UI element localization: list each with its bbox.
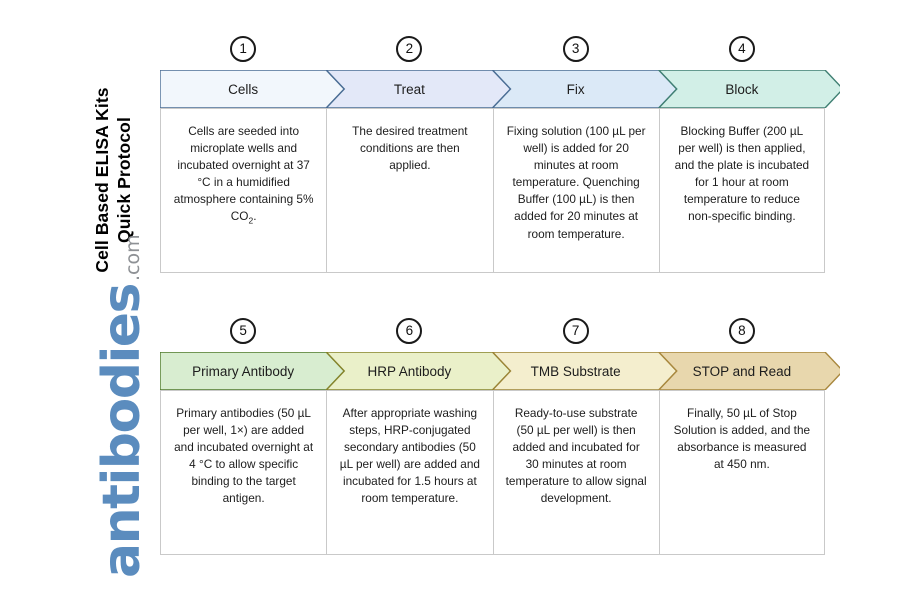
chevron-step-8[interactable] bbox=[657, 352, 840, 390]
step-description-text: Blocking Buffer (200 µL per well) is the… bbox=[674, 124, 810, 224]
step-description-text: The desired treatment conditions are the… bbox=[352, 124, 468, 173]
step-number-8: 8 bbox=[728, 318, 755, 344]
step-description-3: Fixing solution (100 µL per well) is add… bbox=[492, 108, 659, 273]
step-description-6: After appropriate washing steps, HRP-con… bbox=[326, 390, 493, 555]
step-description-2: The desired treatment conditions are the… bbox=[326, 108, 493, 273]
step-number-3: 3 bbox=[562, 36, 589, 62]
chevron-step-1[interactable] bbox=[160, 70, 346, 108]
step-number-5: 5 bbox=[230, 318, 257, 344]
brand-logo-suffix: .com bbox=[122, 234, 144, 281]
step-number-4: 4 bbox=[728, 36, 755, 62]
step-number-7: 7 bbox=[562, 318, 589, 344]
step-number-1: 1 bbox=[230, 36, 257, 62]
step-description-5: Primary antibodies (50 µL per well, 1×) … bbox=[160, 390, 327, 555]
step-number-2: 2 bbox=[396, 36, 423, 62]
brand-logo-name: antibodies bbox=[92, 283, 152, 578]
chevron-step-3[interactable] bbox=[491, 70, 678, 108]
step-description-text: Finally, 50 µL of Stop Solution is added… bbox=[673, 406, 811, 472]
chevron-step-4[interactable] bbox=[657, 70, 840, 108]
chevron-step-2[interactable] bbox=[325, 70, 512, 108]
step-description-text: Cells are seeded into microplate wells a… bbox=[173, 124, 314, 226]
chevron-step-5[interactable] bbox=[160, 352, 346, 390]
step-description-text: After appropriate washing steps, HRP-con… bbox=[339, 406, 480, 506]
step-description-text: Ready-to-use substrate (50 µL per well) … bbox=[505, 406, 647, 506]
step-description-7: Ready-to-use substrate (50 µL per well) … bbox=[492, 390, 659, 555]
chevron-step-6[interactable] bbox=[325, 352, 512, 390]
chevron-step-7[interactable] bbox=[491, 352, 678, 390]
brand-logo: antibodies .com bbox=[92, 234, 152, 578]
step-description-8: Finally, 50 µL of Stop Solution is added… bbox=[658, 390, 825, 555]
step-description-1: Cells are seeded into microplate wells a… bbox=[160, 108, 327, 273]
step-description-text: Primary antibodies (50 µL per well, 1×) … bbox=[174, 406, 314, 506]
step-description-text: Fixing solution (100 µL per well) is add… bbox=[506, 124, 646, 241]
step-number-6: 6 bbox=[396, 318, 423, 344]
step-description-4: Blocking Buffer (200 µL per well) is the… bbox=[658, 108, 825, 273]
